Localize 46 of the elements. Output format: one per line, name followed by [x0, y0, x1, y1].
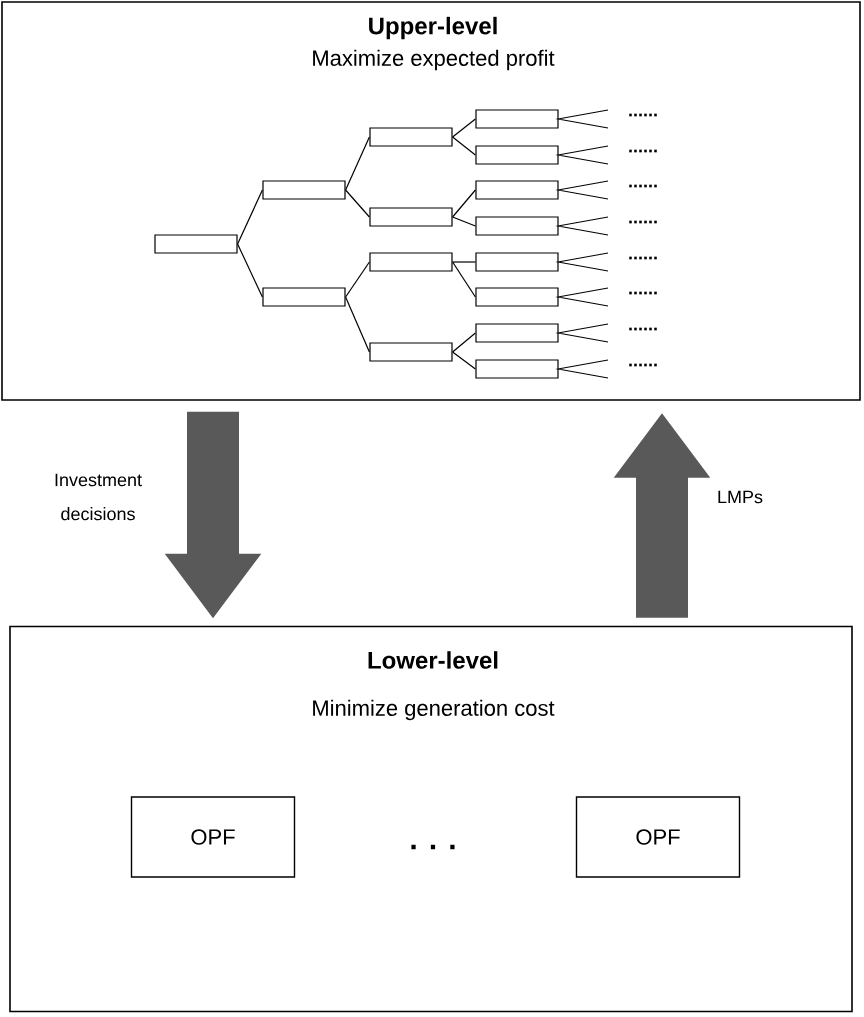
ellipsis: . . . — [411, 844, 455, 850]
tree-box — [475, 287, 559, 307]
subtitle: Minimize generation cost — [313, 699, 555, 721]
branch-line — [345, 296, 370, 353]
tree-box — [475, 216, 559, 236]
branch-line — [452, 261, 476, 263]
tree-box — [262, 180, 346, 200]
ellipsis: ...... — [629, 113, 657, 117]
tree-box — [369, 127, 453, 147]
branch-line — [345, 261, 370, 298]
process-box: OPF — [575, 796, 741, 878]
ellipsis: ...... — [629, 363, 657, 367]
branch-line — [452, 189, 476, 218]
branch-line — [237, 243, 263, 298]
tree-box — [475, 323, 559, 343]
tree-box — [369, 342, 453, 362]
heading: Upper-level — [369, 16, 497, 40]
ellipsis: ...... — [629, 220, 657, 224]
branch-line — [237, 189, 263, 245]
ellipsis: ...... — [629, 184, 657, 188]
edge-label: LMPs — [718, 490, 763, 504]
branch-line — [452, 118, 476, 138]
ellipsis: ...... — [629, 256, 657, 260]
edge-label: Investment decisions — [55, 473, 142, 521]
ellipsis: ...... — [629, 291, 657, 295]
tree-box — [369, 207, 453, 227]
branch-line — [452, 261, 476, 298]
tree-box — [475, 252, 559, 272]
branch-line — [345, 189, 370, 218]
tree-box — [475, 109, 559, 129]
subtitle: Maximize expected profit — [313, 49, 555, 71]
branch-line — [452, 216, 476, 227]
branch-line — [452, 332, 476, 353]
tree-box — [475, 359, 559, 379]
ellipsis: ...... — [629, 149, 657, 153]
tree-box — [369, 252, 453, 272]
heading: Lower-level — [368, 651, 498, 669]
tree-box — [475, 180, 559, 200]
tree-box — [154, 234, 238, 254]
ellipsis: ...... — [629, 327, 657, 331]
branch-line — [345, 136, 370, 191]
tree-box — [262, 287, 346, 307]
process-box: OPF — [130, 796, 296, 878]
tree-box — [475, 145, 559, 165]
branch-line — [452, 136, 476, 156]
branch-line — [452, 351, 476, 370]
